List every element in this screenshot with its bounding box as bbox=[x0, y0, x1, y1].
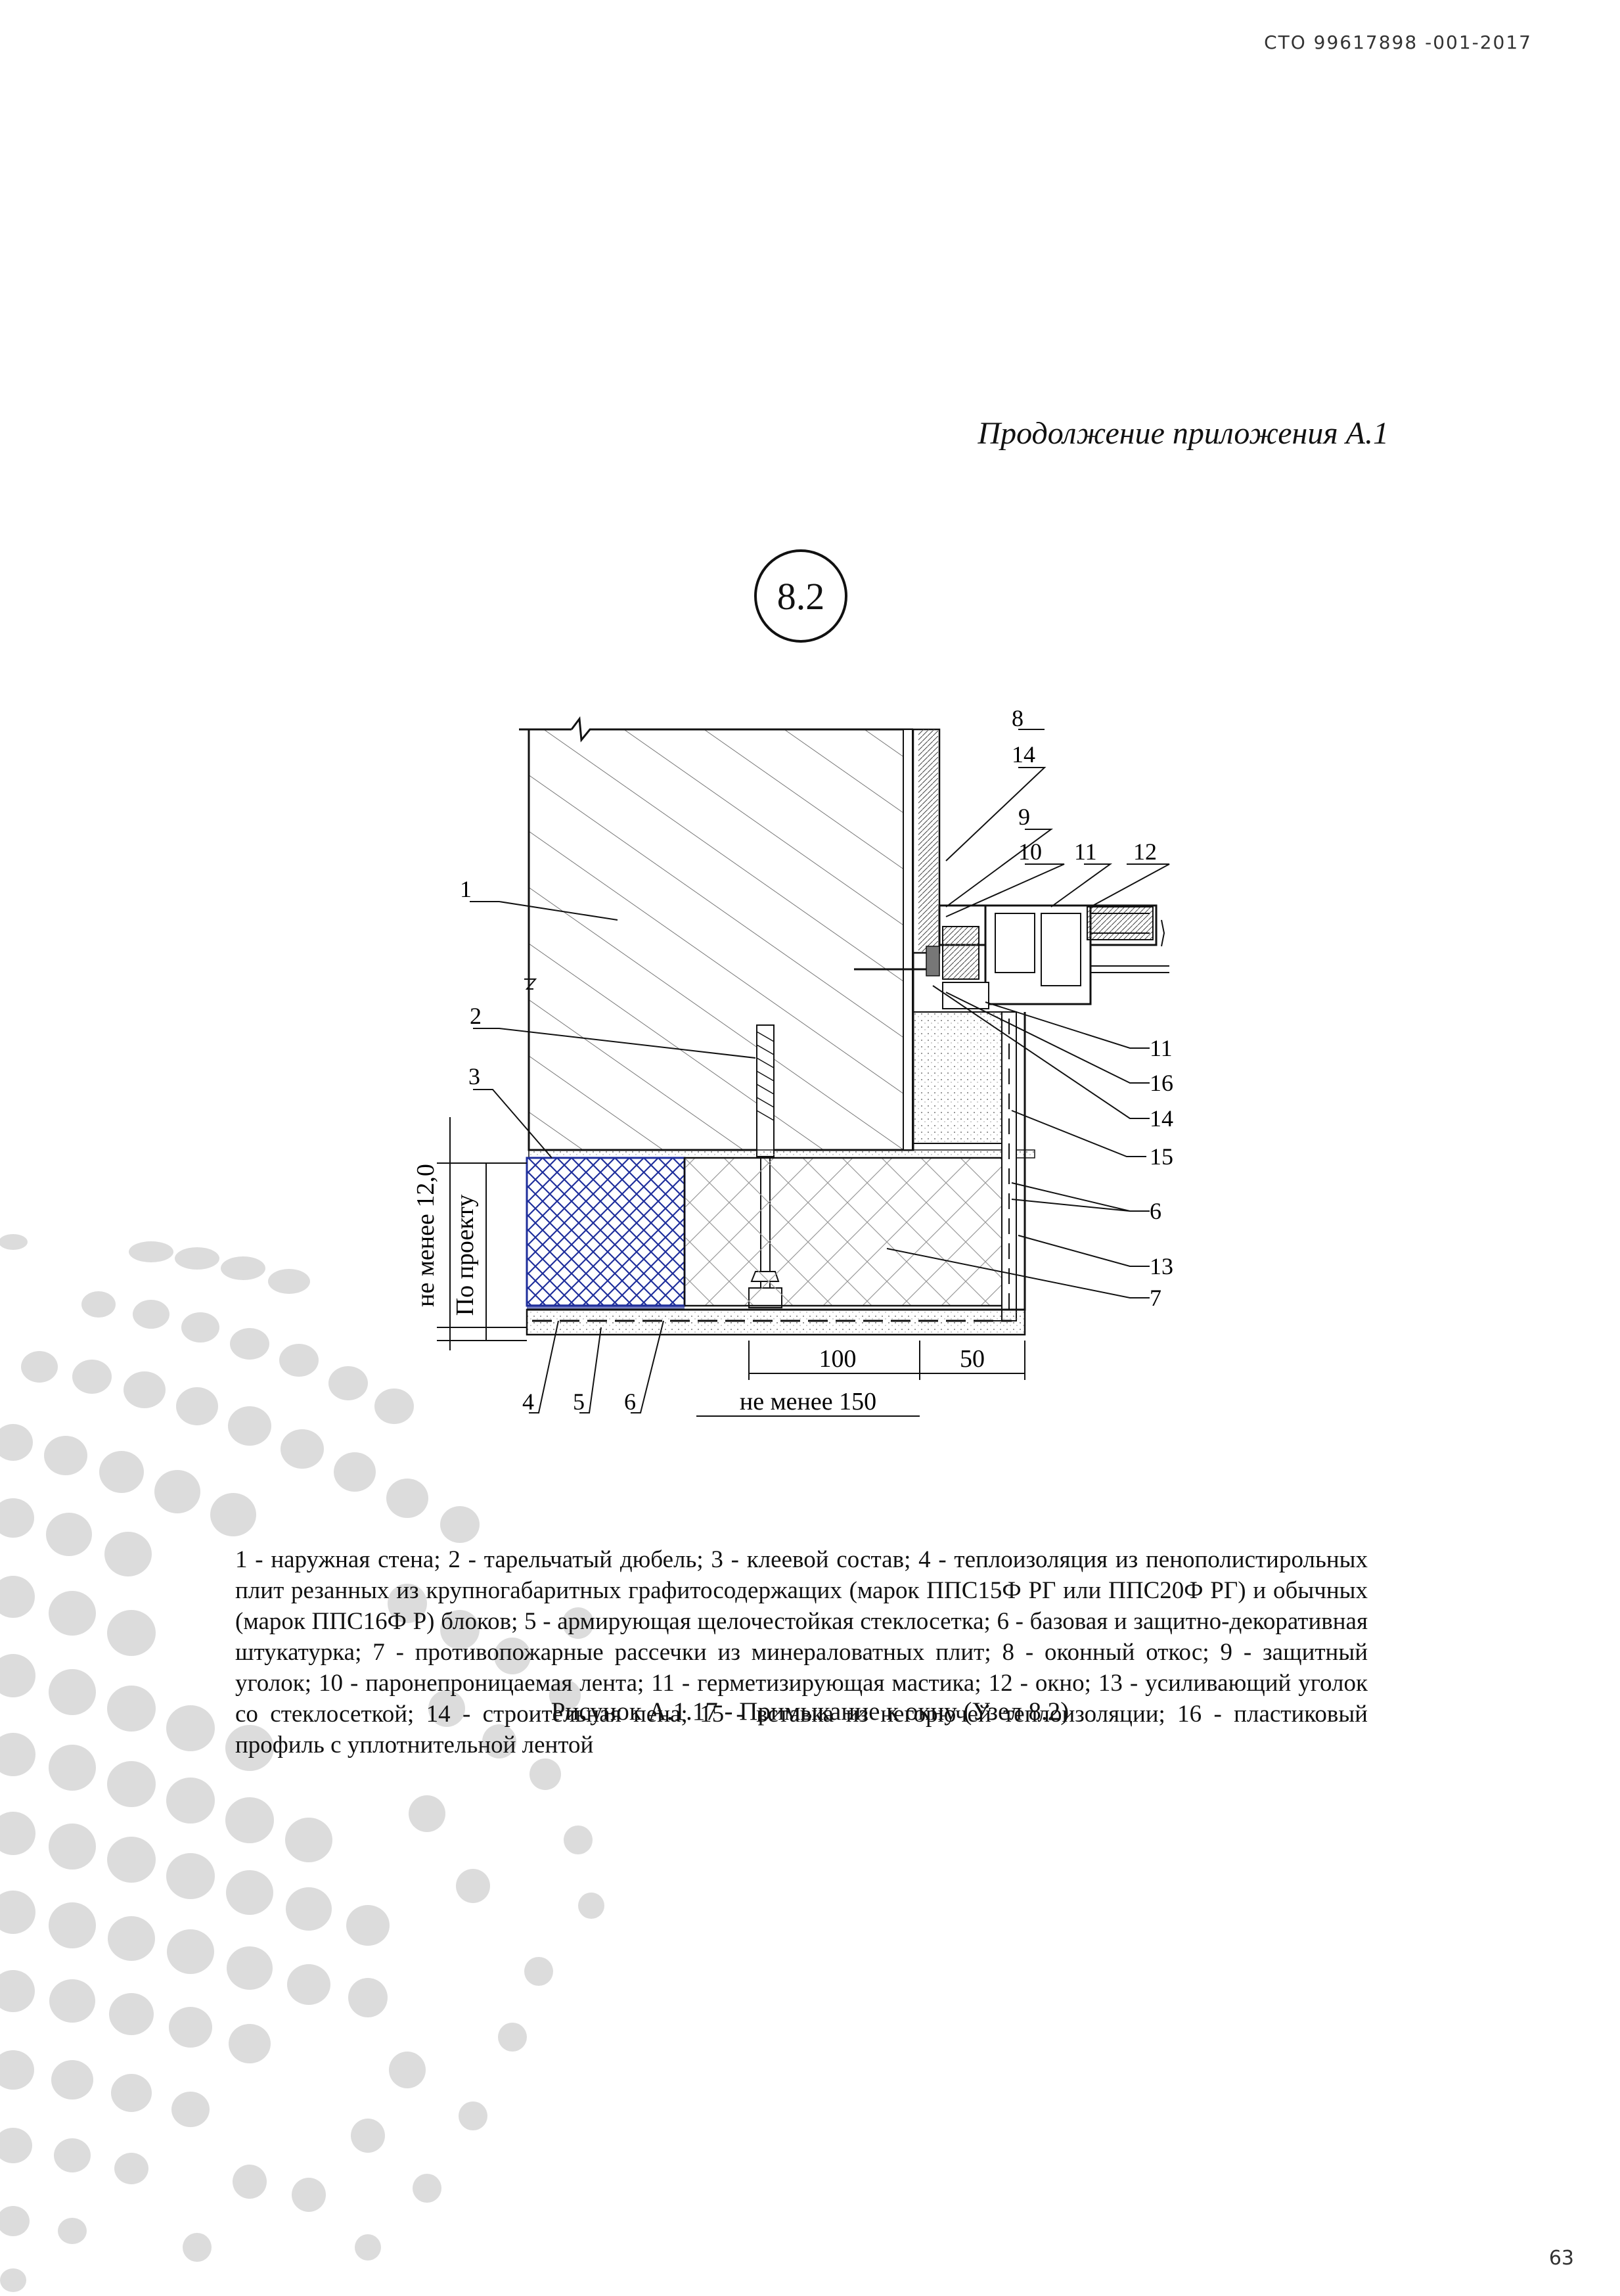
node-label: 8.2 bbox=[776, 574, 825, 618]
callout-9: 9 bbox=[1018, 804, 1030, 830]
appendix-continuation: Продолжение приложения А.1 bbox=[978, 416, 1389, 451]
dim-50: 50 bbox=[960, 1345, 985, 1373]
callout-11-top: 11 bbox=[1074, 838, 1097, 865]
callout-12: 12 bbox=[1133, 838, 1157, 865]
callout-1: 1 bbox=[460, 876, 472, 902]
callout-14-top: 14 bbox=[1012, 741, 1035, 768]
callout-6-right: 6 bbox=[1150, 1198, 1161, 1224]
callout-8: 8 bbox=[1012, 710, 1024, 731]
callout-3: 3 bbox=[468, 1063, 480, 1090]
dim-per-project: По проекту bbox=[451, 1195, 479, 1316]
dim-min-150: не менее 150 bbox=[740, 1388, 876, 1415]
figure-caption: Рисунок А.1.17 - Примыкание к окну (Узел… bbox=[551, 1697, 1069, 1726]
document-code: СТО 99617898 -001-2017 bbox=[1264, 32, 1532, 53]
callout-14-bottom: 14 bbox=[1150, 1105, 1173, 1132]
callout-6-bottom: 6 bbox=[624, 1389, 636, 1415]
callout-10: 10 bbox=[1018, 838, 1042, 865]
legend-text: 1 - наружная стена; 2 - тарельчатый дюбе… bbox=[235, 1546, 1368, 1758]
callout-7: 7 bbox=[1150, 1285, 1161, 1311]
page-number: 63 bbox=[1548, 2247, 1574, 2270]
node-label-circle: 8.2 bbox=[754, 549, 847, 643]
dim-min-12: не менее 12,0 bbox=[412, 1164, 439, 1307]
callout-15: 15 bbox=[1150, 1143, 1173, 1170]
callout-16: 16 bbox=[1150, 1070, 1173, 1096]
callout-11-bottom: 11 bbox=[1150, 1035, 1173, 1061]
callout-2: 2 bbox=[470, 1003, 482, 1029]
callout-13: 13 bbox=[1150, 1253, 1173, 1279]
callout-4: 4 bbox=[522, 1389, 534, 1415]
dim-100: 100 bbox=[819, 1345, 857, 1373]
window-junction-drawing: не менее 12,0 По проекту 100 50 не менее… bbox=[412, 710, 1173, 1417]
callout-5: 5 bbox=[573, 1389, 585, 1415]
wall-outline bbox=[528, 729, 914, 1151]
